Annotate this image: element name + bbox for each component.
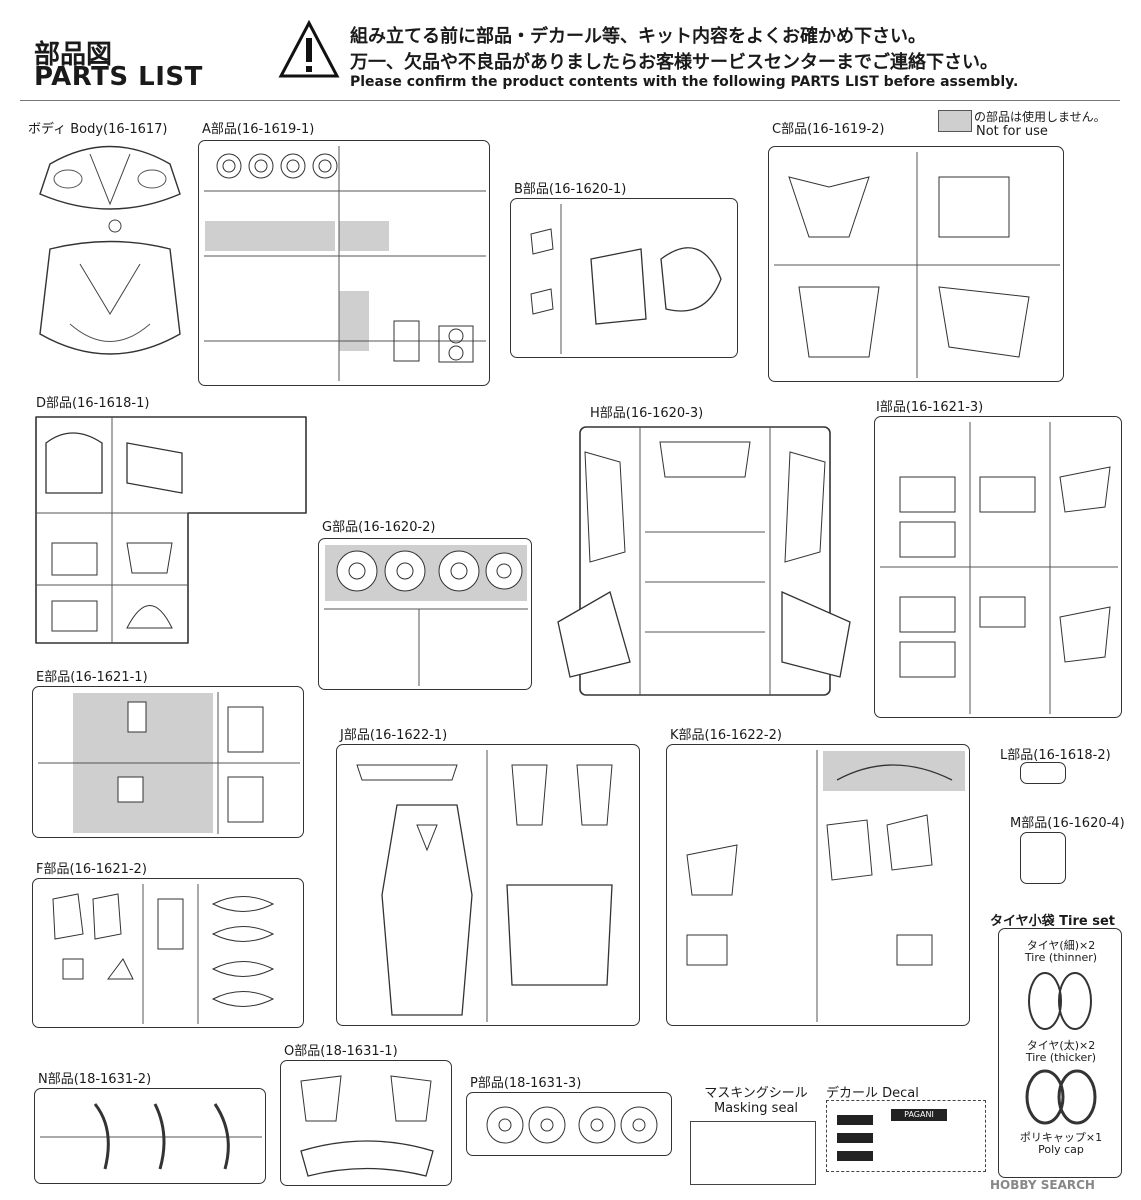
- sprue-i: [874, 416, 1122, 718]
- sprue-c: [768, 146, 1064, 382]
- tire-thin-jp: タイヤ(細)×2: [1026, 939, 1096, 952]
- sprue-f-parts: [52, 884, 275, 1024]
- poly-cap-en: Poly cap: [1038, 1143, 1084, 1156]
- sprue-h-label: H部品(16-1620-3): [590, 406, 704, 421]
- masking-seal-en: Masking seal: [713, 1101, 799, 1116]
- page-title-en: PARTS LIST: [34, 62, 203, 92]
- sprue-p-parts: [486, 1106, 658, 1144]
- sprue-k-label: K部品(16-1622-2): [670, 728, 782, 743]
- sprue-b-label: B部品(16-1620-1): [514, 182, 627, 197]
- sprue-g-label: G部品(16-1620-2): [322, 520, 436, 535]
- sprue-c-label: C部品(16-1619-2): [772, 122, 885, 137]
- sprue-j-parts: [356, 750, 613, 1022]
- not-for-use-swatch: [938, 110, 972, 132]
- sprue-j-label: J部品(16-1622-1): [340, 728, 448, 743]
- decal-strip: [837, 1115, 873, 1125]
- sprue-m: [1020, 832, 1066, 884]
- watermark: HOBBY SEARCH: [990, 1178, 1095, 1192]
- sprue-b: [510, 198, 738, 358]
- tire-thin-en: Tire (thinner): [1024, 951, 1098, 964]
- sprue-f-label: F部品(16-1621-2): [36, 862, 147, 877]
- sprue-o-parts: [300, 1075, 434, 1177]
- decal-sheet: PAGANI: [826, 1100, 986, 1172]
- body-label: ボディ Body(16-1617): [28, 122, 168, 137]
- sprue-n: [34, 1088, 266, 1184]
- sprue-d-label: D部品(16-1618-1): [36, 396, 150, 411]
- legend-text-en: Not for use: [976, 124, 1048, 139]
- tire-thick-jp: タイヤ(太)×2: [1026, 1039, 1096, 1052]
- sprue-e: [32, 686, 304, 838]
- sprue-n-label: N部品(18-1631-2): [38, 1072, 152, 1087]
- masking-seal-title: マスキングシール Masking seal: [696, 1082, 816, 1116]
- header-divider: [20, 100, 1120, 101]
- sprue-m-label: M部品(16-1620-4): [1010, 816, 1125, 831]
- page-title-jp: 部品図: [34, 40, 113, 70]
- sprue-l-label: L部品(16-1618-2): [1000, 748, 1111, 763]
- sprue-o-label: O部品(18-1631-1): [284, 1044, 398, 1059]
- decal-strip: [837, 1133, 873, 1143]
- sprue-o: [280, 1060, 452, 1186]
- sprue-p-label: P部品(18-1631-3): [470, 1076, 582, 1091]
- body-drawing: [39, 145, 181, 355]
- masking-seal-jp: マスキングシール: [704, 1086, 808, 1101]
- sprue-e-label: E部品(16-1621-1): [36, 670, 148, 685]
- sprue-p: [466, 1092, 672, 1156]
- tire-thick-en: Tire (thicker): [1025, 1051, 1097, 1064]
- sprue-l: [1020, 762, 1066, 784]
- sprue-g: [318, 538, 532, 690]
- sprue-d: [35, 416, 307, 644]
- sprue-b-parts: [530, 204, 722, 354]
- decal-strip: [837, 1151, 873, 1161]
- tire-set-title: タイヤ小袋 Tire set: [990, 914, 1115, 929]
- sprue-k-parts: [686, 750, 965, 1022]
- sprue-e-parts: [38, 692, 300, 834]
- decal-brand-logo: PAGANI: [891, 1109, 947, 1121]
- sprue-a: [198, 140, 490, 386]
- warning-text-jp-1: 組み立てる前に部品・デカール等、キット内容をよくお確かめ下さい。: [350, 26, 926, 47]
- sprue-f: [32, 878, 304, 1028]
- poly-cap-jp: ポリキャップ×1: [1019, 1131, 1103, 1144]
- sprue-a-parts: [204, 146, 486, 381]
- decal-title: デカール Decal: [826, 1086, 919, 1101]
- sprue-g-parts: [324, 545, 528, 686]
- sprue-n-parts: [40, 1103, 262, 1170]
- tire-thin-drawing: [1028, 972, 1092, 1030]
- warning-text-en: Please confirm the product contents with…: [350, 74, 1019, 90]
- legend-text-jp: の部品は使用しません。: [974, 110, 1106, 124]
- sprue-h: [557, 426, 851, 696]
- warning-text-jp-2: 万一、欠品や不良品がありましたらお客様サービスセンターまでご連絡下さい。: [350, 52, 998, 73]
- sprue-j: [336, 744, 640, 1026]
- masking-seal-sheet: [690, 1121, 816, 1185]
- sprue-c-parts: [774, 152, 1060, 378]
- tire-thick-drawing: [1025, 1069, 1097, 1125]
- sprue-i-label: I部品(16-1621-3): [876, 400, 984, 415]
- tire-set-box: タイヤ(細)×2 Tire (thinner) タイヤ(太)×2 Tire (t…: [998, 928, 1122, 1178]
- sprue-i-parts: [880, 422, 1118, 714]
- warning-icon: [278, 20, 340, 78]
- sprue-k: [666, 744, 970, 1026]
- sprue-a-label: A部品(16-1619-1): [202, 122, 315, 137]
